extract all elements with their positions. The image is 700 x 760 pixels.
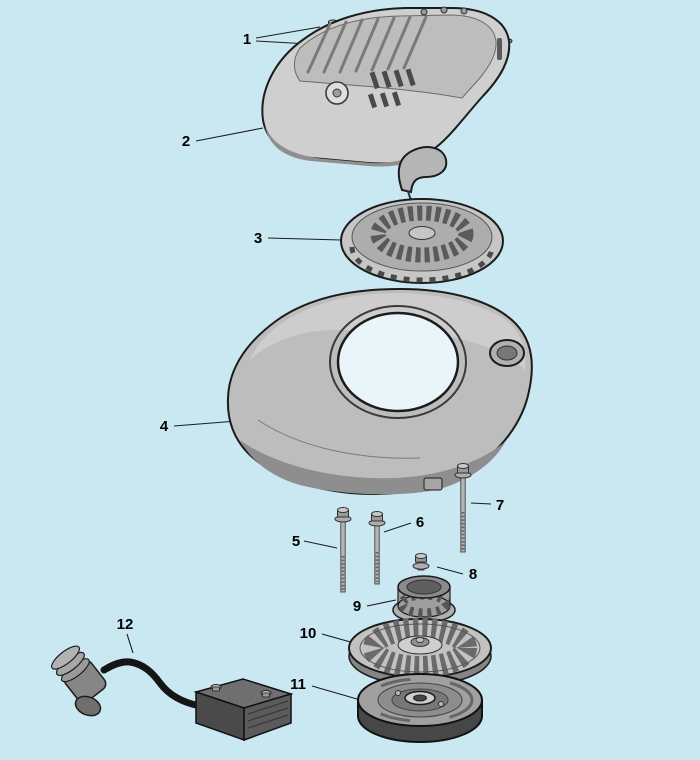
spark-plug-wire [100, 658, 204, 710]
part-blower-housing [226, 287, 533, 496]
leader-lines [126, 26, 492, 700]
part-labels: 1 2 3 4 5 6 7 8 9 10 11 12 [117, 31, 505, 693]
part-label-7: 7 [496, 497, 504, 514]
housing-center-hole [336, 311, 460, 413]
part-label-12: 12 [117, 616, 134, 633]
part-label-2: 2 [182, 133, 190, 150]
part-label-3: 3 [254, 230, 262, 247]
part-recoil-starter [340, 146, 504, 284]
spark-plug-boot [51, 645, 107, 704]
part-label-10: 10 [300, 625, 317, 642]
part-bolt-5 [334, 507, 352, 593]
part-flange-nut [412, 553, 430, 571]
starter-pull-handle [397, 146, 448, 194]
part-engine-top-cover [261, 6, 511, 167]
part-bolt-6 [368, 511, 386, 585]
coil-body [193, 678, 294, 742]
part-label-1: 1 [243, 31, 251, 48]
part-ignition-coil [51, 645, 294, 742]
part-label-9: 9 [353, 598, 361, 615]
part-label-8: 8 [469, 566, 477, 583]
part-bolt-7 [454, 463, 472, 553]
part-flywheel-fan [348, 618, 492, 686]
part-label-11: 11 [290, 676, 306, 693]
part-label-4: 4 [160, 418, 169, 435]
part-label-6: 6 [416, 514, 424, 531]
part-label-5: 5 [292, 533, 300, 550]
part-flywheel [357, 673, 483, 743]
part-starter-cup [392, 575, 456, 624]
